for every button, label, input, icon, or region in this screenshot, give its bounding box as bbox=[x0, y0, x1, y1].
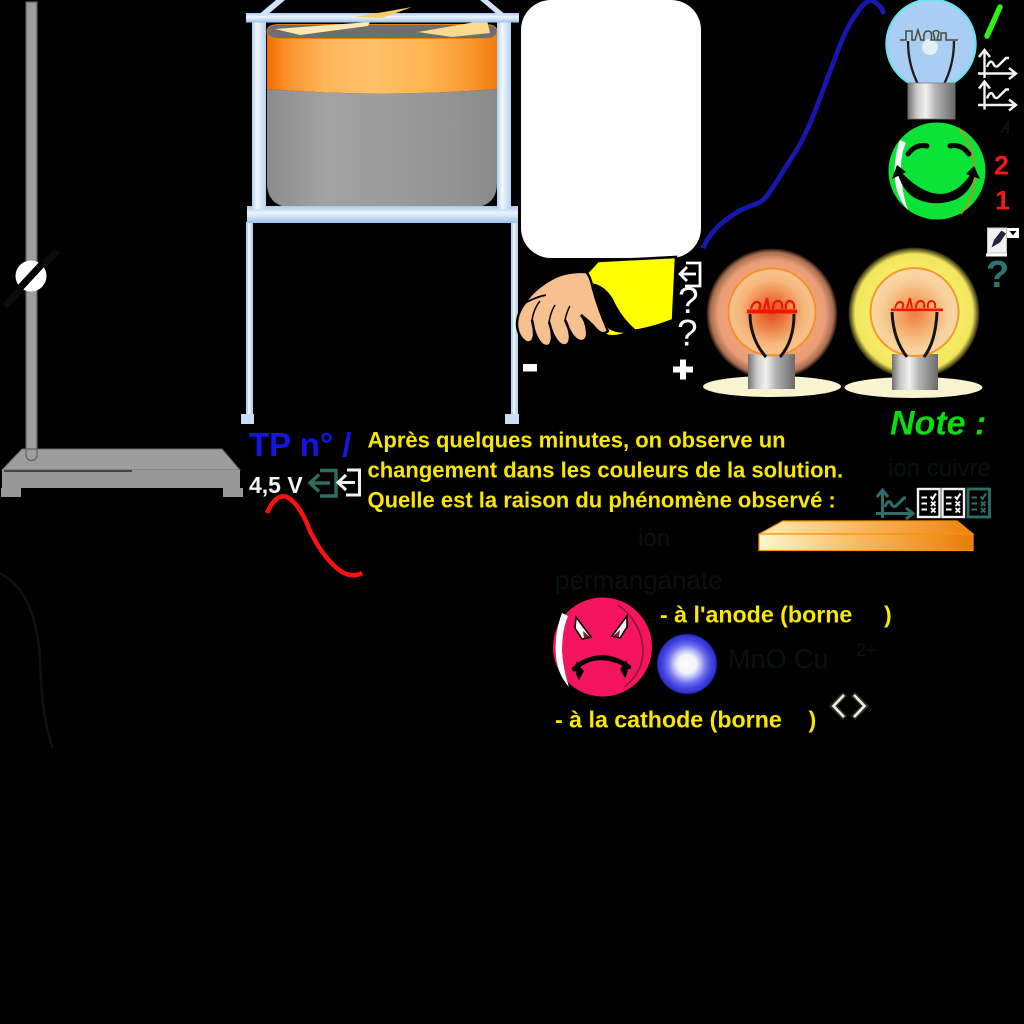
svg-text:- à l'anode (borne: - à l'anode (borne bbox=[660, 602, 852, 628]
svg-text:4,5 V: 4,5 V bbox=[249, 472, 303, 498]
svg-text:1: 1 bbox=[995, 186, 1010, 216]
svg-text:): ) bbox=[809, 707, 817, 733]
svg-text:permanganate: permanganate bbox=[555, 565, 723, 595]
svg-text:Note :: Note : bbox=[890, 405, 986, 443]
svg-text:Quelle est la raison du phénom: Quelle est la raison du phénomène observ… bbox=[368, 488, 836, 513]
svg-text:Après quelques minutes, on obs: Après quelques minutes, on observe un bbox=[368, 428, 786, 453]
svg-text:changement dans les couleurs d: changement dans les couleurs de la solut… bbox=[368, 458, 844, 483]
svg-text:): ) bbox=[884, 602, 892, 628]
svg-text:TP n° /: TP n° / bbox=[249, 426, 351, 463]
svg-text:?: ? bbox=[678, 280, 699, 321]
svg-text:?: ? bbox=[986, 254, 1009, 296]
svg-text:ion cuivre: ion cuivre bbox=[888, 455, 991, 482]
svg-text:- à la cathode (borne: - à la cathode (borne bbox=[555, 707, 782, 733]
svg-text:2: 2 bbox=[994, 151, 1009, 181]
svg-text:2+: 2+ bbox=[856, 640, 877, 660]
svg-text:?: ? bbox=[677, 313, 698, 354]
svg-text:MnO Cu: MnO Cu bbox=[728, 644, 829, 674]
svg-text:ion: ion bbox=[638, 525, 670, 552]
